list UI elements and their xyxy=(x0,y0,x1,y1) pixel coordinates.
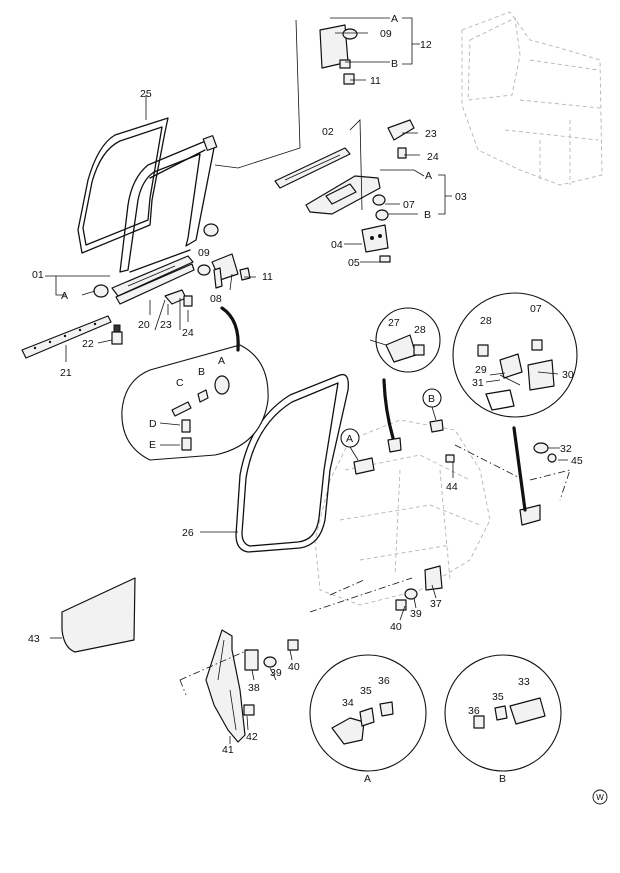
callout-02: 02 xyxy=(322,126,334,138)
cab-outline-bottom xyxy=(314,419,491,606)
callout-07b: 07 xyxy=(530,303,542,315)
callout-39a: 39 xyxy=(410,608,422,620)
caption-a: A xyxy=(364,773,371,785)
top-guide xyxy=(274,147,351,189)
callout-29: 29 xyxy=(475,364,487,376)
ref-circ-a: A xyxy=(346,433,353,445)
corner-mark-letter: W xyxy=(596,793,604,802)
ref-det-a: A xyxy=(218,355,225,367)
detail-bubble-cde xyxy=(121,344,269,461)
detail-bubble-27-28 xyxy=(375,307,441,373)
callout-04: 04 xyxy=(331,239,343,251)
ref-b1: B xyxy=(391,58,398,70)
leader-lines xyxy=(45,17,568,744)
reference-letters: A B A B A A B C D E A B A B xyxy=(61,13,506,785)
callout-36a: 36 xyxy=(378,675,390,687)
callout-40a: 40 xyxy=(390,621,402,633)
callout-26: 26 xyxy=(182,527,194,539)
callout-31: 31 xyxy=(472,377,484,389)
callout-43: 43 xyxy=(28,633,40,645)
ref-a2: A xyxy=(425,170,432,182)
cab-outline-top xyxy=(461,11,603,186)
callout-36b: 36 xyxy=(468,705,480,717)
callout-21: 21 xyxy=(60,367,72,379)
callout-05: 05 xyxy=(348,257,360,269)
callout-42: 42 xyxy=(246,731,258,743)
callout-41: 41 xyxy=(222,744,234,756)
callout-39b: 39 xyxy=(270,667,282,679)
callout-22: 22 xyxy=(82,338,94,350)
lock-assembly xyxy=(305,175,389,221)
callout-37: 37 xyxy=(430,598,442,610)
callout-12: 12 xyxy=(420,39,432,51)
callout-09a: 09 xyxy=(380,28,392,40)
callout-28b: 28 xyxy=(480,315,492,327)
ref-det-e: E xyxy=(149,439,156,451)
detail-circle-b xyxy=(444,654,562,772)
callout-35b: 35 xyxy=(492,691,504,703)
detail-circle-a xyxy=(309,654,427,772)
callout-38: 38 xyxy=(248,682,260,694)
callout-23b: 23 xyxy=(160,319,172,331)
callout-30: 30 xyxy=(562,369,574,381)
callout-45: 45 xyxy=(571,455,583,467)
callout-25: 25 xyxy=(140,88,152,100)
left-small-parts xyxy=(93,223,251,345)
callout-11b: 11 xyxy=(262,271,273,283)
detail-bubble-lock-detail xyxy=(452,292,578,418)
window-glass xyxy=(77,117,169,254)
callout-34: 34 xyxy=(342,697,354,709)
callout-24b: 24 xyxy=(182,327,194,339)
callout-23a: 23 xyxy=(425,128,437,140)
callout-33: 33 xyxy=(518,676,530,688)
ref-a3: A xyxy=(61,290,68,302)
callout-11a: 11 xyxy=(370,75,381,87)
callout-01: 01 xyxy=(32,269,44,281)
callout-40b: 40 xyxy=(288,661,300,673)
lower-rail xyxy=(111,255,195,305)
corner-mark: W xyxy=(592,789,608,805)
door-seal xyxy=(235,373,349,553)
connector-strokes xyxy=(220,306,527,512)
panel-43 xyxy=(61,577,136,653)
callout-03: 03 xyxy=(455,191,467,203)
detail-ref-markers xyxy=(340,388,442,461)
long-rail xyxy=(21,315,112,359)
callout-09b: 09 xyxy=(198,247,210,259)
callout-44: 44 xyxy=(446,481,458,493)
ref-det-b: B xyxy=(198,366,205,378)
ref-det-c: C xyxy=(176,377,184,389)
callout-07a: 07 xyxy=(403,199,415,211)
bracket-04 xyxy=(361,224,391,263)
installation-lines xyxy=(154,19,571,696)
callout-35a: 35 xyxy=(360,685,372,697)
ref-b2: B xyxy=(424,209,431,221)
top-small-parts xyxy=(319,24,415,159)
window-frame xyxy=(119,135,218,273)
callout-24a: 24 xyxy=(427,151,439,163)
right-small-parts xyxy=(243,419,557,716)
ref-circ-b: B xyxy=(428,393,435,405)
ref-det-d: D xyxy=(149,418,157,430)
callout-28a: 28 xyxy=(414,324,426,336)
callout-27: 27 xyxy=(388,317,400,329)
caption-b: B xyxy=(499,773,506,785)
callout-08: 08 xyxy=(210,293,222,305)
callout-20: 20 xyxy=(138,319,150,331)
callout-labels: 09 12 11 23 24 03 07 04 05 02 25 01 09 1… xyxy=(28,28,583,756)
pillar-41 xyxy=(205,629,259,743)
callout-32: 32 xyxy=(560,443,572,455)
ref-a1: A xyxy=(391,13,398,25)
